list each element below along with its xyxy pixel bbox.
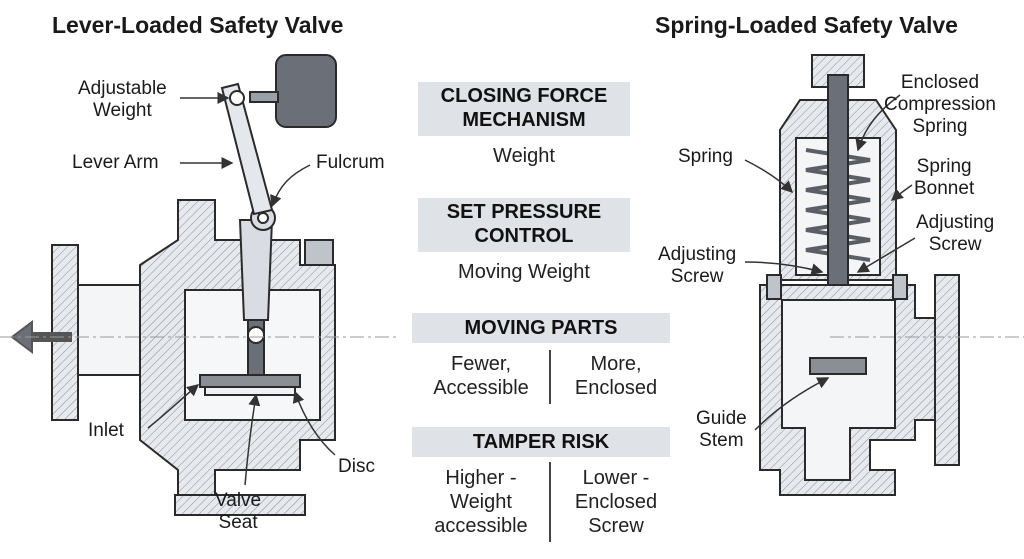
value-tamper-risk-spring: Lower - Enclosed Screw: [574, 467, 658, 537]
bonnet-bolt: [304, 239, 334, 266]
spring-valve-title: Spring-Loaded Safety Valve: [655, 12, 958, 38]
label-valve-seat: Valve Seat: [215, 490, 262, 533]
value-set-pressure: Moving Weight: [458, 261, 590, 283]
label-spring-bonnet: Spring Bonnet: [914, 156, 975, 199]
label-fulcrum: Fulcrum: [316, 152, 385, 173]
outlet-flange: [174, 494, 306, 516]
label-spring: Spring: [678, 146, 733, 167]
lever-valve-title: Lever-Loaded Safety Valve: [52, 12, 344, 38]
valve-stem: [247, 314, 265, 376]
value-moving-parts-spring: More, Enclosed: [574, 353, 658, 399]
spring-valve-drawing: [759, 54, 1024, 496]
outlet-flange-right: [934, 274, 960, 466]
label-adjusting-screw-left: Adjusting Screw: [658, 244, 737, 287]
label-guide-stem: Guide Stem: [696, 408, 747, 451]
value-moving-parts-lever: Fewer, Accessible: [433, 353, 529, 399]
value-closing-force: Weight: [493, 145, 555, 167]
label-inlet: Inlet: [88, 420, 124, 441]
moving-parts-divider: [549, 350, 551, 404]
label-adjusting-screw-right: Adjusting Screw: [916, 212, 995, 255]
tamper-risk-divider: [549, 462, 551, 542]
valve-seat: [204, 386, 296, 396]
header-set-pressure: SET PRESSURE CONTROL: [418, 198, 630, 252]
spring-valve-disc: [809, 357, 867, 375]
lever-arm: [220, 82, 274, 216]
header-tamper-risk: TAMPER RISK: [412, 427, 670, 457]
valve-disc: [199, 374, 301, 388]
value-tamper-risk-lever: Higher - Weight accessible: [434, 467, 528, 537]
label-enclosed-spring: Enclosed Compression Spring: [884, 72, 996, 137]
label-disc: Disc: [338, 456, 375, 477]
adjustable-weight: [275, 54, 337, 128]
lever-link: [238, 219, 274, 321]
label-adjustable-weight: Adjustable Weight: [78, 78, 167, 121]
label-lever-arm: Lever Arm: [72, 152, 159, 173]
header-moving-parts: MOVING PARTS: [412, 313, 670, 343]
lever-valve-drawing: [0, 54, 400, 516]
header-closing-force: CLOSING FORCE MECHANISM: [418, 82, 630, 136]
